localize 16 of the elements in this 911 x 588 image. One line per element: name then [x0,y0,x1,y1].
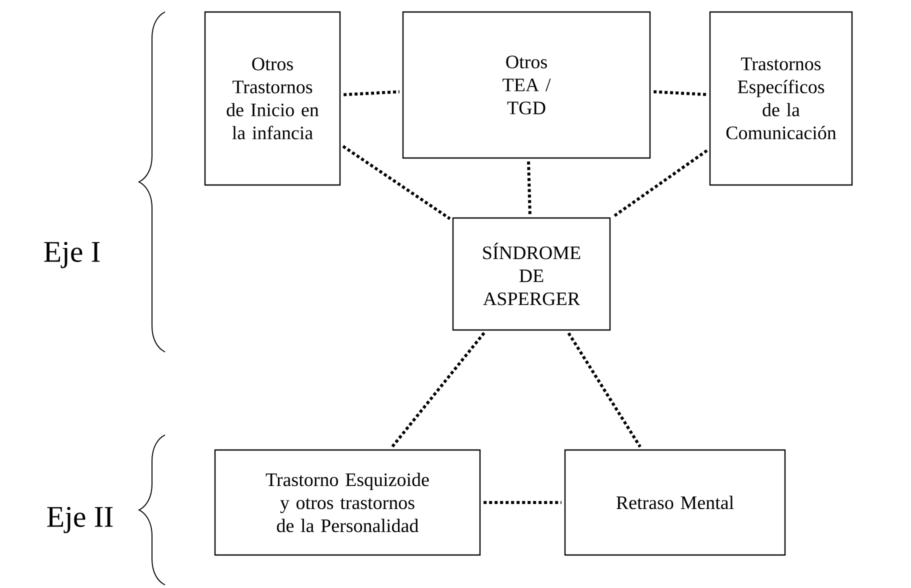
text-box: Trastornos Específicos de la Comunicación [709,11,853,186]
dotted-line [484,500,562,504]
text-box: Trastorno Esquizoide y otros trastornos de la Personalidad [214,449,481,556]
text-box: SÍNDROME DE ASPERGER [452,217,611,331]
text-box: Otros TEA / TGD [402,11,651,159]
text-box: Retraso Mental [564,449,786,556]
text-box: Otros Trastornos de Inicio en la infancia [204,11,341,186]
axis-label: Eje I [44,242,100,268]
dotted-line [527,162,532,214]
axis-label: Eje II [47,506,113,534]
dotted-line [567,332,642,448]
dotted-line [390,332,486,448]
dotted-line [612,149,708,218]
dotted-line [342,145,451,220]
dotted-line [344,90,400,96]
dotted-line [654,90,706,96]
